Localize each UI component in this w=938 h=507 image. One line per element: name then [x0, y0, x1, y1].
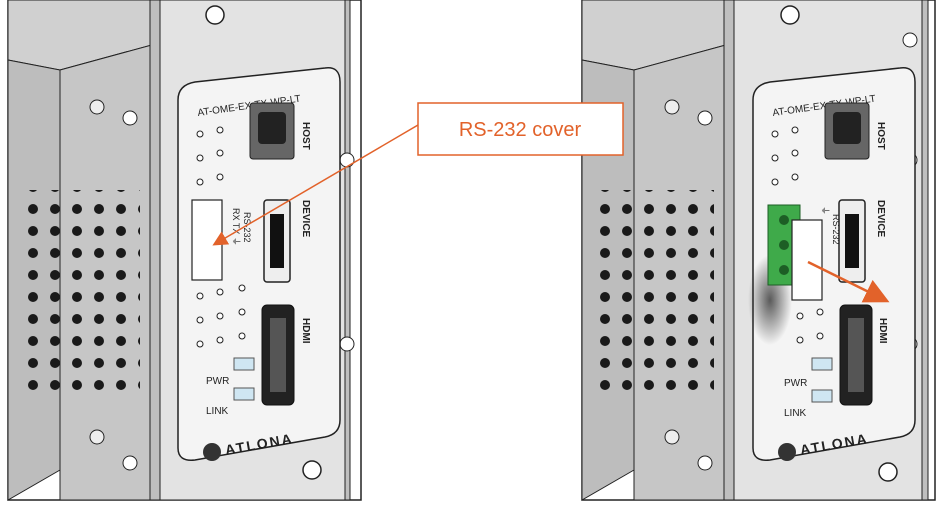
link-label: LINK	[206, 406, 229, 417]
pwr-led	[233, 357, 255, 371]
callout-text: RS-232 cover	[459, 119, 582, 141]
rs232-label: RS-232	[831, 214, 841, 245]
link-led	[233, 387, 255, 401]
host-label: HOST	[875, 122, 886, 150]
callout-leader-arrow	[212, 124, 419, 246]
left-illustration: AT-OME-EX-TX-WP-LT HOST DEVICE RX TX ⏚ R…	[7, 0, 362, 501]
rs232-pins: RX TX ⏚	[231, 208, 241, 246]
host-label: HOST	[300, 122, 311, 150]
link-label: LINK	[784, 408, 807, 419]
front-panel-left	[177, 67, 341, 461]
hdmi-label: HDMI	[877, 318, 888, 344]
atlona-logo-icon	[778, 443, 796, 461]
pwr-label: PWR	[206, 376, 229, 387]
rs232-label: RS-232	[242, 212, 252, 243]
vent-holes	[20, 190, 140, 390]
pwr-led	[811, 357, 833, 371]
link-led	[811, 389, 833, 403]
pwr-label: PWR	[784, 378, 807, 389]
right-illustration: AT-OME-EX-TX-WP-LT HOST DEVICE ⏚ RS-232 …	[581, 0, 936, 501]
rs232-cover-removed[interactable]	[791, 219, 823, 301]
atlona-logo-icon	[203, 443, 221, 461]
hdmi-label: HDMI	[300, 318, 311, 344]
removal-arrow	[807, 260, 890, 303]
device-label: DEVICE	[300, 200, 311, 238]
rs232-pins: ⏚	[820, 206, 830, 215]
front-panel-right	[752, 67, 916, 461]
rs232-cover[interactable]	[191, 199, 223, 281]
callout: RS-232 cover	[212, 102, 624, 246]
device-label: DEVICE	[875, 200, 886, 238]
callout-box	[417, 102, 624, 156]
